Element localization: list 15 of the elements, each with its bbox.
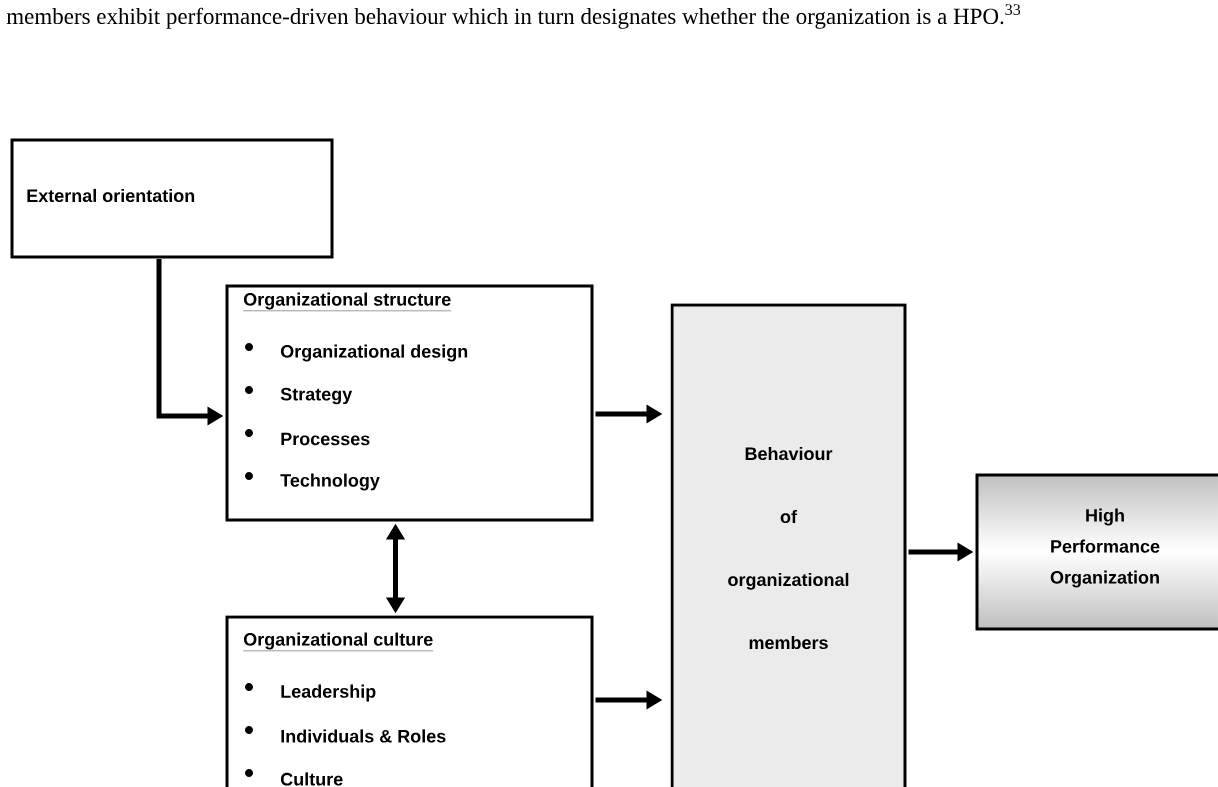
process-box: External orientation <box>10 138 334 259</box>
list-item: Processes <box>281 432 370 446</box>
list-item: Culture <box>280 772 343 786</box>
list-item: Technology <box>280 473 380 491</box>
list-heading: Organizational culture <box>243 632 434 652</box>
list-item: Individuals & Roles <box>281 729 446 743</box>
process-box <box>225 615 594 787</box>
body-text: members exhibit performance-driven behaviour which in turn designates whether the organization is a HPO.$^{33}$ <box>6 4 1021 29</box>
list-item: Organizational design <box>280 344 468 362</box>
process-box: High Performance Organization <box>975 473 1218 631</box>
list-item: Leadership <box>281 684 376 702</box>
list-heading: Organizational structure <box>243 292 452 312</box>
process-box <box>225 284 594 522</box>
list-item: Strategy <box>280 387 353 405</box>
process-box: Behaviour of organizational members <box>670 303 907 787</box>
